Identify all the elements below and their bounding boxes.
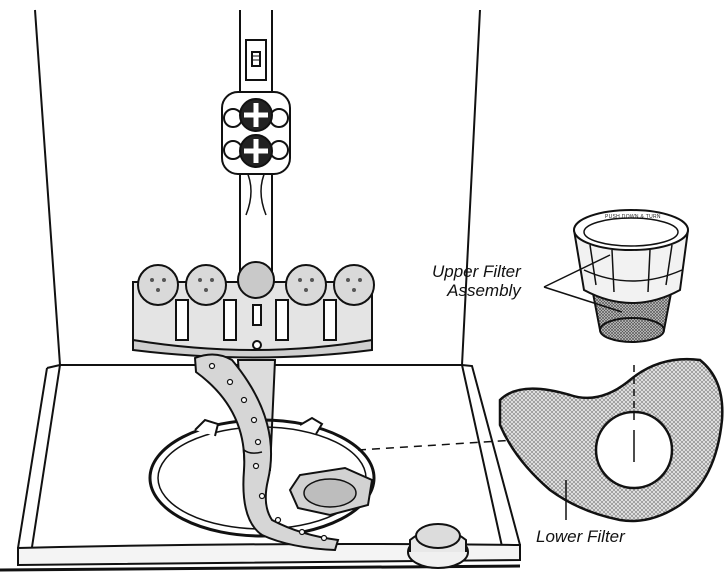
upper-filter-label: Upper Filter Assembly [432, 262, 521, 300]
tub-right-sill [461, 364, 521, 546]
upper-filter-label-line1: Upper Filter [432, 262, 521, 281]
nozzle-2 [185, 264, 227, 306]
upper-filter-leaders [543, 254, 623, 313]
upper-filter-label-line2: Assembly [447, 281, 521, 300]
nozzle-5 [333, 264, 375, 306]
tub-left-sill [17, 364, 61, 549]
nozzle-4 [285, 264, 327, 306]
manifold-nozzles [137, 261, 375, 306]
lower-filter-label: Lower Filter [536, 527, 625, 546]
upper-filter-ring-text: PUSH DOWN & TURN [605, 214, 661, 220]
rinse-aid-cap [407, 523, 469, 569]
upper-filter-assembly: PUSH DOWN & TURN [573, 209, 689, 343]
nozzle-1 [137, 264, 179, 306]
lower-filter [498, 358, 724, 523]
nozzle-3 [237, 261, 275, 299]
tub-left-wall [29, 9, 62, 561]
tube-fastener-block [221, 91, 291, 175]
dishwasher-tub [0, 9, 521, 572]
lower-spray-arm [193, 353, 340, 552]
lower-filter-leader-dashed [357, 439, 517, 451]
